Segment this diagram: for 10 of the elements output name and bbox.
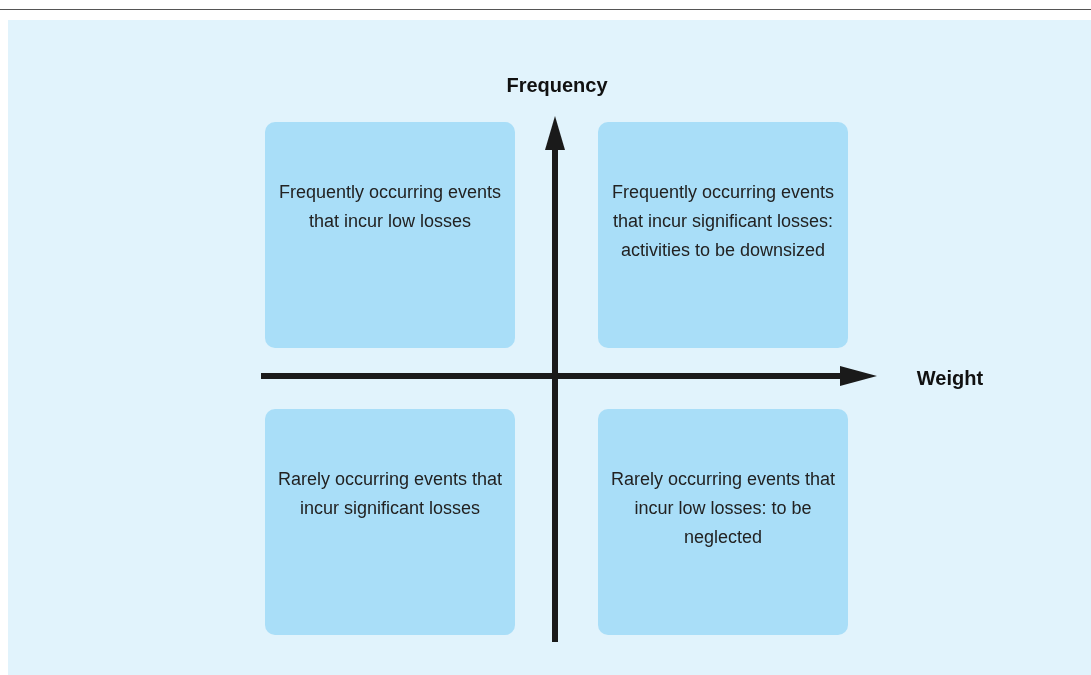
quadrant-box bbox=[265, 409, 515, 635]
quadrant-text: Rarely occurring events that incur low losses: to be neglected bbox=[609, 468, 837, 549]
axis-label: Frequency bbox=[505, 73, 609, 98]
quadrant-box bbox=[598, 122, 848, 348]
quadrant-box bbox=[598, 409, 848, 635]
quadrant-text: Frequently occurring events that incur low losses bbox=[277, 181, 503, 233]
quadrant-text: Rarely occurring events that incur significant losses bbox=[276, 468, 504, 520]
quadrant-box bbox=[265, 122, 515, 348]
quadrant-text: Frequently occurring events that incur significant losses: activities to be downsized bbox=[610, 181, 836, 262]
axis-label: Weight bbox=[915, 366, 985, 391]
